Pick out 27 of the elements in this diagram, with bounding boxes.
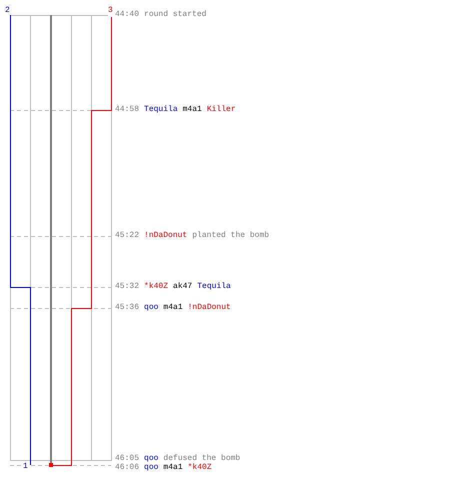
player-name: Tequila bbox=[197, 283, 231, 291]
event-text: defused the bomb bbox=[163, 455, 240, 463]
timestamp: 45:32 bbox=[115, 283, 140, 291]
weapon-name: m4a1 bbox=[163, 464, 183, 472]
player-name: !nDaDonut bbox=[188, 304, 231, 312]
timestamp: 46:05 bbox=[115, 455, 140, 463]
player-name: !nDaDonut bbox=[144, 232, 188, 240]
player-name: Killer bbox=[206, 106, 236, 114]
player-name: *k40Z bbox=[144, 283, 168, 291]
weapon-name: m4a1 bbox=[182, 106, 202, 114]
player-name: qoo bbox=[144, 464, 158, 472]
event-text: planted the bomb bbox=[192, 232, 270, 240]
timestamp: 44:40 bbox=[115, 11, 140, 19]
player-name: qoo bbox=[144, 455, 158, 463]
timestamp: 46:06 bbox=[115, 464, 140, 472]
player-name: qoo bbox=[144, 304, 158, 312]
timestamp: 44:58 bbox=[115, 106, 140, 114]
column-number: 1 bbox=[23, 462, 28, 471]
player-name: *k40Z bbox=[188, 464, 212, 472]
column-number: 2 bbox=[5, 6, 10, 15]
player-name: Tequila bbox=[144, 106, 178, 114]
weapon-name: ak47 bbox=[173, 283, 192, 291]
timestamp: 45:36 bbox=[115, 304, 140, 312]
event-text: round started bbox=[144, 11, 206, 19]
weapon-name: m4a1 bbox=[163, 304, 183, 312]
timestamp: 45:22 bbox=[115, 232, 140, 240]
column-number: 3 bbox=[108, 6, 113, 15]
